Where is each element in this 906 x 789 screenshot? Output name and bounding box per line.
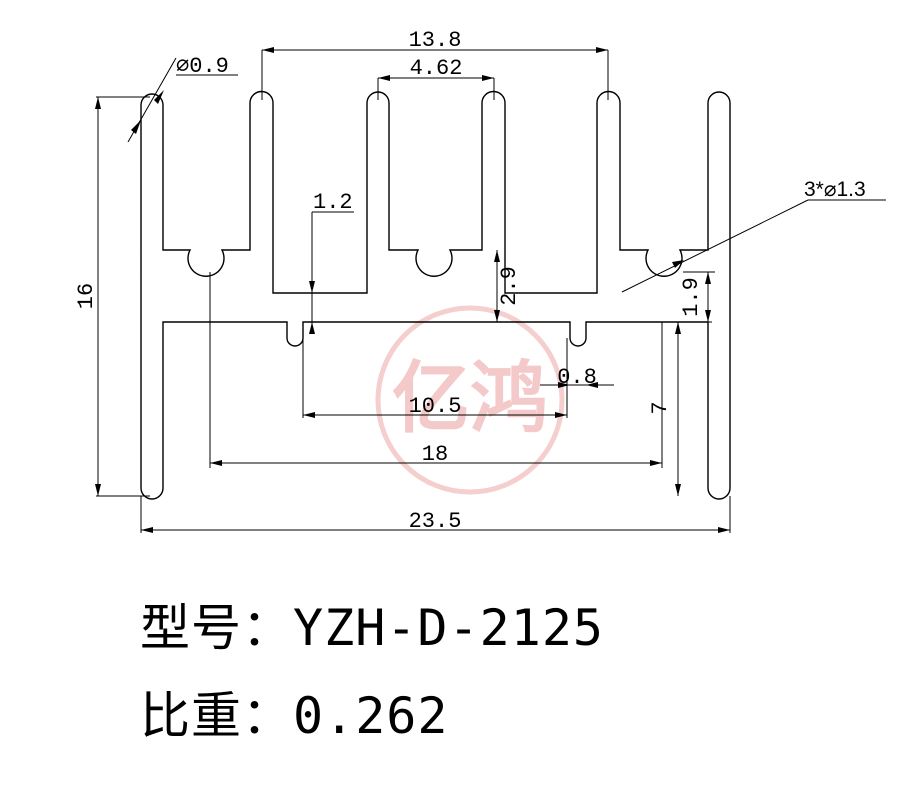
- watermark: 亿鸿: [375, 305, 565, 495]
- model-label: 型号：: [140, 599, 293, 657]
- dim-fin-tip-dia: ⌀0.9: [176, 54, 229, 79]
- heatsink-profile: [140, 90, 731, 500]
- dim-fin-root-thk: 1.2: [313, 190, 353, 215]
- dim-hole-span: 18: [422, 442, 448, 467]
- arrowheads: [95, 47, 730, 533]
- dim-hole-callout: 3*⌀1.3: [804, 178, 866, 201]
- weight-caption: 比重：0.262: [140, 676, 449, 748]
- dim-overall-width: 23.5: [409, 509, 462, 534]
- weight-value: 0.262: [293, 687, 449, 745]
- dim-step-height: 1.9: [679, 277, 704, 317]
- dimension-lines: [96, 49, 886, 533]
- watermark-text: 亿鸿: [392, 354, 548, 444]
- weight-label: 比重：: [140, 687, 293, 745]
- dim-groove-width: 0.8: [557, 365, 597, 390]
- dim-slot-depth: 2.9: [497, 266, 522, 306]
- dim-overall-height: 16: [74, 283, 99, 309]
- dim-channel-width: 10.5: [409, 394, 462, 419]
- model-value: YZH-D-2125: [293, 599, 605, 657]
- model-caption: 型号：YZH-D-2125: [140, 588, 604, 660]
- watermark-ring: [375, 305, 565, 495]
- dim-fin-gap: 4.62: [410, 56, 463, 81]
- dim-fin-span: 13.8: [409, 28, 462, 53]
- dim-leg-height: 7: [648, 401, 673, 414]
